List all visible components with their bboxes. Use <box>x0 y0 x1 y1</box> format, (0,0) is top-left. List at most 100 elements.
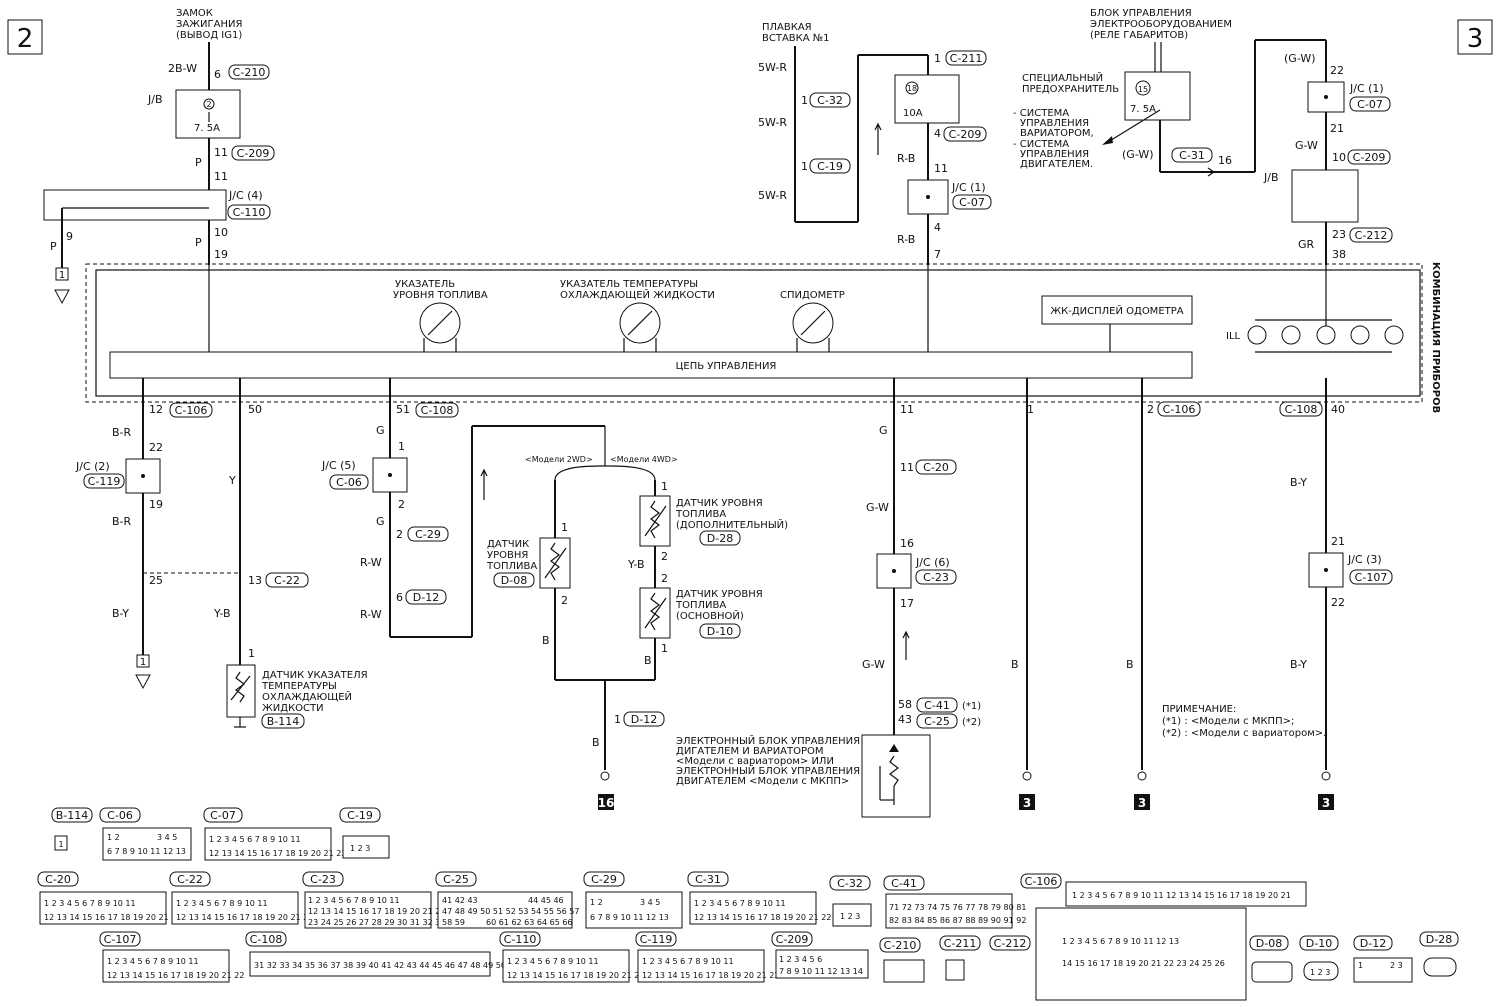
wire-color: (G-W) <box>1122 148 1154 161</box>
pin-number: 13 <box>248 574 262 587</box>
svg-text:ДАТЧИК УКАЗАТЕЛЯ: ДАТЧИК УКАЗАТЕЛЯ <box>262 670 368 681</box>
connector-badge <box>699 623 741 639</box>
pin-number: 2 <box>561 594 568 607</box>
odometer-display-label: ЖК-ДИСПЛЕЙ ОДОМЕТРА <box>1050 304 1183 317</box>
temp-gauge-label: УКАЗАТЕЛЬ ТЕМПЕРАТУРЫ ОХЛАЖДАЮЩЕЙ ЖИДКОС… <box>560 279 715 301</box>
connector-badge <box>1349 96 1391 112</box>
svg-text:1 2 3 4 5 6 7 8 9 10 11: 1 2 3 4 5 6 7 8 9 10 11 <box>176 899 268 908</box>
svg-text:60 61 62 63 64 65 66: 60 61 62 63 64 65 66 <box>486 918 573 927</box>
svg-text:ЖИДКОСТИ: ЖИДКОСТИ <box>262 703 324 714</box>
connector-label: C-107 <box>1355 571 1388 584</box>
connector-label: C-25 <box>924 715 950 728</box>
connector-badge <box>1171 147 1213 163</box>
svg-text:23 24 25 26 27 28 29 30 31 32: 23 24 25 26 27 28 29 30 31 32 33 <box>308 918 445 927</box>
svg-text:1 2 3: 1 2 3 <box>840 912 860 921</box>
wire-color: B <box>1011 658 1019 671</box>
fuse-18-box <box>894 74 960 124</box>
junction-connector-label: J/C (2) <box>75 460 110 473</box>
svg-text:ДАТЧИК УРОВНЯ: ДАТЧИК УРОВНЯ <box>676 589 763 600</box>
svg-text:1: 1 <box>59 270 65 281</box>
junction-block-label: J/B <box>147 93 163 106</box>
pin-number: 16 <box>900 537 914 550</box>
connector-badge <box>1279 401 1323 417</box>
svg-text:(*2) : <Модели с вариатором>.: (*2) : <Модели с вариатором>. <box>1162 728 1326 739</box>
wire-color: 5W-R <box>758 116 787 129</box>
connector-label: C-212 <box>1355 229 1388 242</box>
svg-text:1 2 3 4 5 6 7 8 9 10 11: 1 2 3 4 5 6 7 8 9 10 11 <box>209 835 301 844</box>
wire-color: Y <box>228 474 236 487</box>
wire-color: (G-W) <box>1284 52 1316 65</box>
pin-number: 40 <box>1331 403 1345 416</box>
wire-color: G <box>879 424 888 437</box>
wire-color: B-R <box>112 426 132 439</box>
svg-text:УКАЗАТЕЛЬ: УКАЗАТЕЛЬ <box>395 279 455 290</box>
junction-connector-label: J/C (1) <box>951 181 986 194</box>
connector-badge <box>915 569 957 585</box>
wire-color: 5W-R <box>758 61 787 74</box>
svg-text:ТОПЛИВА: ТОПЛИВА <box>675 600 726 611</box>
connector-badge <box>265 572 309 588</box>
pin-number: 11 <box>934 162 948 175</box>
pin-number: 19 <box>214 248 228 261</box>
svg-text:ДВИГАТЕЛЕМ <Модели с МКПП>: ДВИГАТЕЛЕМ <Модели с МКПП> <box>676 776 849 787</box>
wire-color: G <box>376 515 385 528</box>
connector-badge <box>83 473 125 489</box>
connector-view-label: C-25 <box>443 873 469 886</box>
wire-color: B-Y <box>1290 658 1307 671</box>
pin-number: 1 <box>398 440 405 453</box>
junction-connector-label: J/C (4) <box>228 189 263 202</box>
svg-text:ТОПЛИВА: ТОПЛИВА <box>486 561 537 572</box>
connector-view-label: C-107 <box>104 933 137 946</box>
connector-label: C-119 <box>88 475 121 488</box>
connector-view-label: C-106 <box>1025 875 1058 888</box>
connector-badge <box>916 697 958 713</box>
resistor-icon <box>650 592 660 631</box>
temp-sensor-box <box>226 664 256 718</box>
control-unit-label: БЛОК УПРАВЛЕНИЯ ЭЛЕКТРООБОРУДОВАНИЕМ (РЕ… <box>1090 8 1232 41</box>
pin-number: 50 <box>248 403 262 416</box>
fuse-rating: 10A <box>903 108 923 119</box>
wire-color: B-Y <box>112 607 129 620</box>
svg-text:1 2 3 4 5 6 7 8 9 10 11: 1 2 3 4 5 6 7 8 9 10 11 <box>308 896 400 905</box>
wire-color: R-W <box>360 608 382 621</box>
connector-badge <box>261 713 305 729</box>
svg-text:ПРЕДОХРАНИТЕЛЬ: ПРЕДОХРАНИТЕЛЬ <box>1022 84 1119 95</box>
connector-badge <box>231 145 275 161</box>
wire-color: GR <box>1298 238 1315 251</box>
pin-number: 11 <box>214 170 228 183</box>
resistor-icon <box>235 671 245 703</box>
jc4-box <box>43 189 227 221</box>
connector-badge <box>329 474 369 490</box>
pin-number: 12 <box>149 403 163 416</box>
connector-view-label: C-110 <box>504 933 537 946</box>
wire-color: 5W-R <box>758 189 787 202</box>
pin-number: 11 <box>900 461 914 474</box>
svg-text:41 42 43: 41 42 43 <box>442 896 478 905</box>
svg-text:1: 1 <box>58 840 63 849</box>
svg-text:ВСТАВКА №1: ВСТАВКА №1 <box>762 33 830 44</box>
lamp-icon <box>1316 325 1336 345</box>
connector-view-label: C-29 <box>591 873 617 886</box>
svg-text:ДВИГАТЕЛЕМ.: ДВИГАТЕЛЕМ. <box>1020 159 1093 170</box>
fuse-number: 2 <box>206 100 211 109</box>
svg-text:ДАТЧИК: ДАТЧИК <box>487 539 529 550</box>
svg-text:1 2 3 4 5 6: 1 2 3 4 5 6 <box>779 955 822 964</box>
page-tag-right: 3 <box>1467 24 1484 54</box>
svg-text:12 13 14 15 16 17 18 19 20 21: 12 13 14 15 16 17 18 19 20 21 22 <box>209 849 346 858</box>
pin-number: 10 <box>214 226 228 239</box>
fuel-sensor-2wd-label: ДАТЧИК УРОВНЯ ТОПЛИВА <box>486 539 537 572</box>
svg-text:- СИСТЕМА: - СИСТЕМА <box>1013 108 1069 119</box>
svg-text:УКАЗАТЕЛЬ ТЕМПЕРАТУРЫ: УКАЗАТЕЛЬ ТЕМПЕРАТУРЫ <box>560 279 698 290</box>
fusible-link-label: ПЛАВКАЯ ВСТАВКА №1 <box>762 22 830 44</box>
wire-color: Y-B <box>627 558 645 571</box>
connector-label: C-32 <box>817 94 843 107</box>
junction-connector-label: J/C (3) <box>1347 553 1382 566</box>
wire-color: B <box>592 736 600 749</box>
pin-number: 11 <box>900 403 914 416</box>
lamp-icon <box>1384 325 1404 345</box>
temp-gauge-icon <box>619 302 661 344</box>
fuse-number: 18 <box>907 84 917 93</box>
connector-label: C-209 <box>1353 151 1386 164</box>
svg-text:31 32 33 34 35 36 37 38 39 40: 31 32 33 34 35 36 37 38 39 40 41 42 43 4… <box>254 961 519 970</box>
connector-badge <box>407 526 449 542</box>
